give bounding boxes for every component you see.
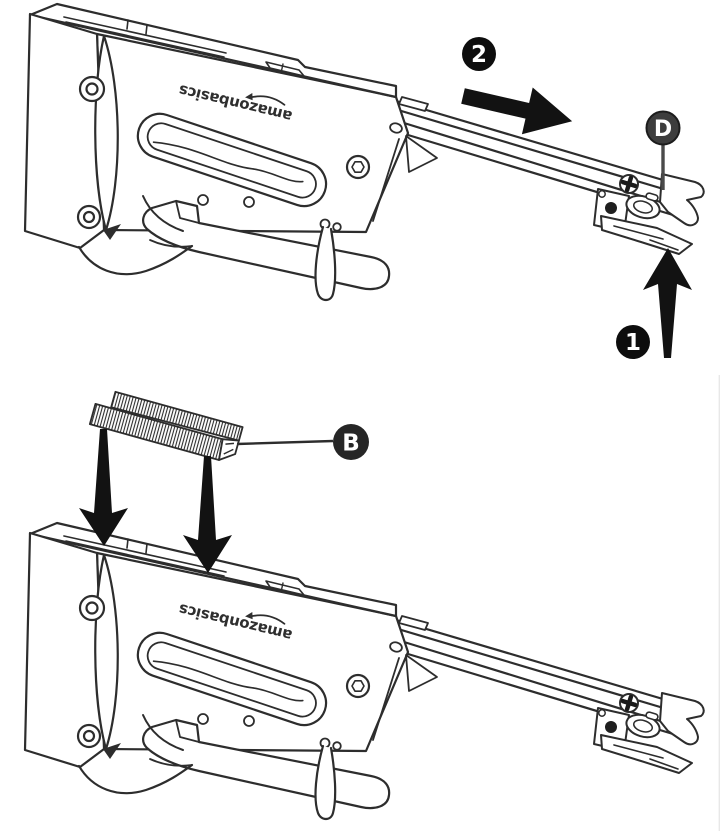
step-2-annotation: 2 xyxy=(461,37,573,135)
top-illustration: 2 D 1 xyxy=(25,4,704,359)
arrow-up-icon xyxy=(643,248,692,358)
step-1-label: 1 xyxy=(625,330,641,356)
part-d-label: D xyxy=(654,117,672,142)
arrow-down-icon xyxy=(79,429,128,546)
step-1-badge xyxy=(616,325,650,359)
bottom-illustration: B xyxy=(25,390,704,819)
scan-edge-artifact xyxy=(718,375,720,831)
step-2-badge xyxy=(462,37,496,71)
part-d-badge xyxy=(645,110,681,146)
part-b-leader-line xyxy=(236,439,334,446)
part-d-annotation: D xyxy=(645,110,681,190)
part-b-annotation: B xyxy=(236,424,369,460)
staple-strip xyxy=(88,390,244,461)
step-2-label: 2 xyxy=(471,42,487,68)
staple-end-profile xyxy=(218,438,240,461)
load-direction-arrows xyxy=(79,429,232,573)
part-b-badge xyxy=(333,424,369,460)
part-b-label: B xyxy=(342,431,360,457)
arrow-right-icon xyxy=(461,87,573,135)
arrow-down-icon xyxy=(183,456,232,573)
step-1-annotation: 1 xyxy=(616,248,692,359)
